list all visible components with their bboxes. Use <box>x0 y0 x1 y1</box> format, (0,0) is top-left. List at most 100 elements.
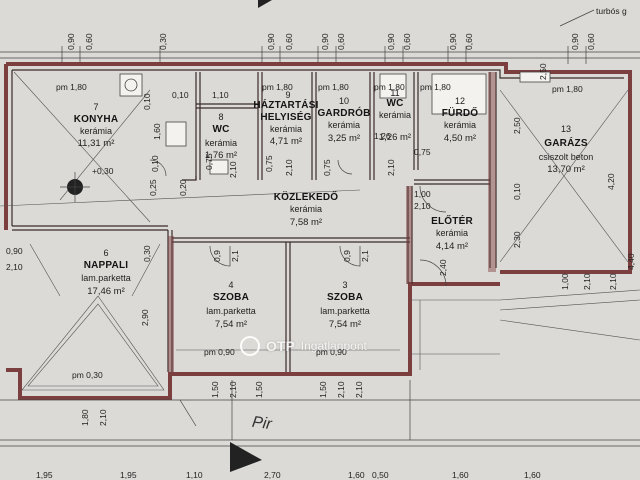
hall-area: 4,14 m² <box>436 241 468 252</box>
dim-inner-12: 0,75 <box>414 147 431 157</box>
dim-inner-10: 1,26 <box>374 131 391 141</box>
dim-lower-6: 1,50 <box>254 381 264 398</box>
watermark-brand: OTP <box>266 338 295 354</box>
dim-bottom-4: 1,60 <box>348 470 365 480</box>
dim-top-8: 0,60 <box>402 33 412 50</box>
dim-inner-23: 0,30 <box>142 245 152 262</box>
bedroom-hatch <box>176 299 500 370</box>
utility-material: kerámia <box>270 124 302 134</box>
dim-inner-32: 2,10 <box>608 273 618 290</box>
dim-top-2: 0,30 <box>158 33 168 50</box>
dim-inner-25: 2,1 <box>230 250 240 262</box>
dim-inner-9: 0,75 <box>322 159 332 176</box>
garage-hatch <box>499 89 640 341</box>
dim-inner-18: 4,20 <box>606 173 616 190</box>
wc-small-name: WC <box>212 124 229 135</box>
dim-inner-15: 2,50 <box>512 117 522 134</box>
utility-number: 9 <box>285 90 290 100</box>
bathroom-material: kerámia <box>444 120 476 130</box>
room-wc: pm 1,80 11 WC kerámia 1,26 m² <box>374 82 411 143</box>
bathroom-pm: pm 1,80 <box>420 82 451 92</box>
bathroom-number: 12 <box>455 96 465 106</box>
dim-inner-3: 1,60 <box>152 123 162 140</box>
wall-fill <box>168 72 496 374</box>
room3-area: 7,54 m² <box>329 319 361 330</box>
watermark-tail: Ingatlanpont <box>300 339 367 353</box>
utility-pm: pm 1,80 <box>262 82 293 92</box>
living-name: NAPPALI <box>84 260 129 271</box>
dim-top-0: 0,90 <box>66 33 76 50</box>
room-bedroom-4: 4 SZOBA lam.parketta 7,54 m² pm 0,90 <box>204 280 256 357</box>
bathroom-area: 4,50 m² <box>444 133 476 144</box>
wardrobe-number: 10 <box>339 96 349 106</box>
dim-top-11: 0,90 <box>570 33 580 50</box>
corridor-name: KÖZLEKEDŐ <box>274 190 339 203</box>
bottom-dimension-labels: 1,95 1,95 1,10 2,70 1,60 0,50 1,60 1,60 <box>36 470 541 480</box>
room-garage: pm 1,80 13 GARÁZS csiszolt beton 13,70 m… <box>539 84 594 175</box>
lower-dimension-labels: 1,80 2,10 1,50 2,10 1,50 2,10 1,50 2,10 <box>80 381 364 426</box>
lower-structure-lines <box>0 380 640 472</box>
garage-number: 13 <box>561 124 571 134</box>
garage-pm: pm 1,80 <box>552 84 583 94</box>
dim-inner-26: 0,9 <box>342 250 352 262</box>
wc-material: kerámia <box>379 110 411 120</box>
dim-bottom-6: 1,60 <box>452 470 469 480</box>
dim-inner-31: 2,50 <box>538 63 548 80</box>
door-swings <box>149 159 447 287</box>
drain-icon <box>124 78 138 92</box>
room3-number: 3 <box>342 280 347 290</box>
room4-material: lam.parketta <box>206 306 256 316</box>
dim-inner-13: 1,00 <box>414 189 431 199</box>
living-area: 17,46 m² <box>87 286 125 297</box>
room-hall: ELŐTÉR kerámia 4,14 m² <box>431 214 473 252</box>
dim-top-1: 0,60 <box>84 33 94 50</box>
room3-name: SZOBA <box>327 292 363 303</box>
handwritten-note: Pir <box>251 414 273 434</box>
dim-inner-1: 1,10 <box>212 90 229 100</box>
fixtures <box>60 71 551 202</box>
wc-area: 1,26 m² <box>379 132 411 143</box>
kitchen-pm: pm 1,80 <box>56 82 87 92</box>
room4-area: 7,54 m² <box>215 319 247 330</box>
dim-bottom-5: 0,50 <box>372 470 389 480</box>
utility-name-1: HÁZTARTÁSI <box>253 98 318 111</box>
wardrobe-material: kerámia <box>328 120 360 130</box>
dim-inner-30: 2,10 <box>582 273 592 290</box>
shower-fixture <box>379 73 407 99</box>
dim-inner-33: 0,25 <box>148 179 158 196</box>
dim-inner-11: 2,10 <box>386 159 396 176</box>
dim-inner-34: 0,20 <box>178 179 188 196</box>
wc-small-area: 1,76 m² <box>205 150 237 161</box>
dim-inner-22: 2,90 <box>140 309 150 326</box>
dim-lower-5: 2,10 <box>336 381 346 398</box>
living-number: 6 <box>103 248 108 258</box>
dim-inner-5: 0,75 <box>204 153 214 170</box>
dim-top-9: 0,90 <box>448 33 458 50</box>
wc-name: WC <box>386 98 403 109</box>
dim-inner-24: 0,9 <box>212 250 222 262</box>
dim-inner-16: 0,10 <box>512 183 522 200</box>
corridor-line <box>0 189 361 207</box>
dim-top-10: 0,60 <box>464 33 474 50</box>
wc-small-number: 8 <box>218 112 223 122</box>
dim-inner-8: 2,10 <box>284 159 294 176</box>
wardrobe-pm: pm 1,80 <box>318 82 349 92</box>
room-bathroom: pm 1,80 12 FÜRDŐ kerámia 4,50 m² <box>420 82 478 144</box>
room-wc-small: 8 WC kerámia 1,76 m² <box>205 112 237 161</box>
dim-bottom-0: 1,95 <box>36 470 53 480</box>
dim-top-5: 0,90 <box>320 33 330 50</box>
dim-inner-14: 2,10 <box>414 201 431 211</box>
dim-bottom-7: 1,60 <box>524 470 541 480</box>
dim-top-4: 0,60 <box>284 33 294 50</box>
dim-bottom-3: 2,70 <box>264 470 281 480</box>
dim-inner-0: 0,10 <box>172 90 189 100</box>
hall-material: kerámia <box>436 228 468 238</box>
corridor-material: kerámia <box>290 204 322 214</box>
room-wardrobe: pm 1,80 10 GARDRÓB kerámia 3,25 m² <box>317 82 370 144</box>
living-material: lam.parketta <box>81 273 131 283</box>
kitchen-area: 11,31 m² <box>78 138 115 149</box>
garage-fixture <box>519 71 551 83</box>
dim-top-3: 0,90 <box>266 33 276 50</box>
dim-inner-4: 0,10 <box>150 155 160 172</box>
